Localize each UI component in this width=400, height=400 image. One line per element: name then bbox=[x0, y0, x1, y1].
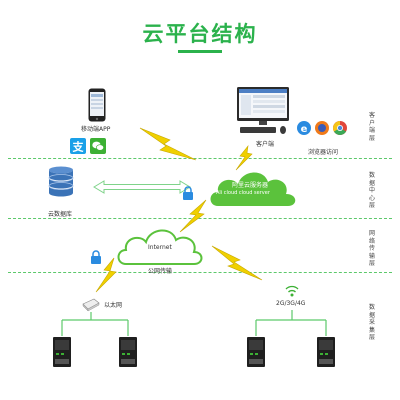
cloud-server-icon bbox=[210, 172, 296, 206]
firefox-icon bbox=[315, 121, 329, 135]
public-net-label: 公网传输 bbox=[148, 268, 173, 275]
browser-icons: e bbox=[297, 121, 347, 135]
cloud-server-label-en: Ali cloud cloud server bbox=[216, 190, 270, 196]
wechat-icon bbox=[90, 138, 106, 154]
svg-text:支: 支 bbox=[72, 140, 85, 154]
mobile-app-label: 移动端APP bbox=[81, 126, 111, 133]
ethernet-label: 以太网 bbox=[104, 302, 123, 309]
chrome-icon bbox=[333, 121, 347, 135]
divider-datacenter-network bbox=[8, 218, 392, 219]
browser-access-label: 浏览器访问 bbox=[308, 149, 339, 156]
layer-label-network: 网络传输层 bbox=[368, 230, 375, 267]
svg-text:e: e bbox=[301, 124, 308, 135]
desktop-computer-icon bbox=[237, 87, 289, 134]
lock-icon bbox=[91, 250, 101, 264]
title-underline bbox=[178, 50, 222, 53]
divider-network-collect bbox=[8, 272, 392, 273]
database-icon bbox=[48, 166, 74, 197]
cloud-db-label: 云数据库 bbox=[48, 211, 73, 218]
ie-icon: e bbox=[297, 121, 311, 135]
lightning-bolt-icon bbox=[95, 257, 117, 293]
lightning-bolt-icon bbox=[139, 127, 197, 161]
page-title: 云平台结构 bbox=[142, 22, 258, 46]
internet-label: Internet bbox=[148, 244, 172, 251]
collector-device-icon bbox=[119, 337, 137, 367]
alipay-icon: 支 bbox=[70, 138, 86, 154]
lock-icon bbox=[183, 186, 193, 200]
collector-device-icon bbox=[53, 337, 71, 367]
divider-client-datacenter bbox=[8, 158, 392, 159]
client-pc-label: 客户端 bbox=[256, 141, 275, 148]
lightning-bolt-icon bbox=[179, 199, 207, 233]
ethernet-switch-icon bbox=[82, 298, 100, 312]
layer-label-client: 客户端层 bbox=[368, 112, 375, 142]
lightning-bolt-icon bbox=[211, 245, 263, 281]
collector-device-icon bbox=[247, 337, 265, 367]
collector-device-icon bbox=[317, 337, 335, 367]
lightning-bolt-icon bbox=[235, 144, 253, 171]
internet-cloud-icon bbox=[117, 229, 203, 265]
layer-label-collect: 数据采集层 bbox=[368, 304, 375, 341]
cloud-server-label-cn: 阿里云服务器 bbox=[232, 182, 269, 189]
wireless-signal-icon bbox=[285, 285, 299, 297]
smartphone-icon bbox=[88, 88, 106, 122]
mobile-net-label: 2G/3G/4G bbox=[276, 300, 306, 307]
layer-label-datacenter: 数据中心层 bbox=[368, 172, 375, 209]
